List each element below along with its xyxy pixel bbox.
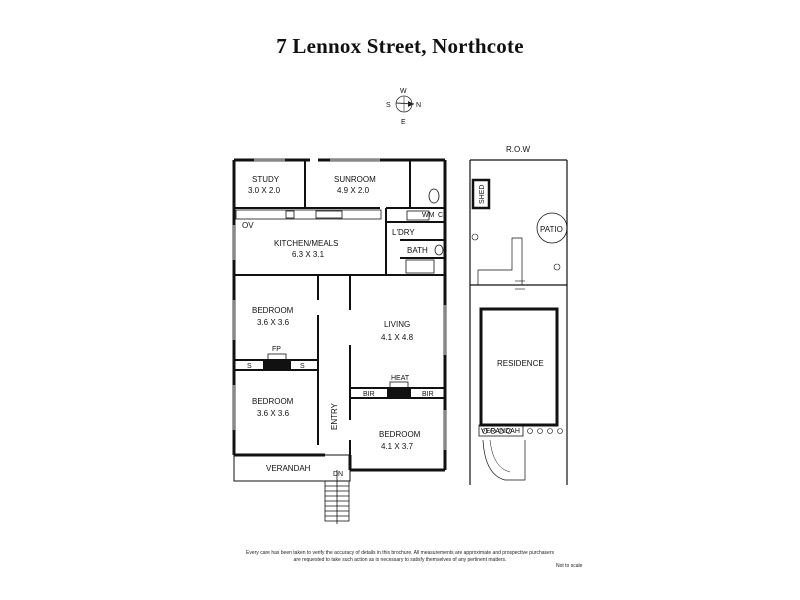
bir-right-label: BIR xyxy=(422,391,434,398)
patio-label: PATIO xyxy=(540,225,563,234)
laundry-label: L'DRY xyxy=(392,228,415,237)
row-label: R.O.W xyxy=(506,145,530,154)
wm-label: WM xyxy=(422,212,435,219)
disclaimer: Every care has been taken to verify the … xyxy=(220,550,580,564)
bir-left-label: BIR xyxy=(363,391,375,398)
disclaimer-line-1: Every care has been taken to verify the … xyxy=(246,550,554,556)
not-to-scale-note: Not to scale xyxy=(556,563,583,569)
sink-icon xyxy=(315,210,343,219)
fp-label: FP xyxy=(272,346,281,353)
kitchen-dims: 6.3 X 3.1 xyxy=(292,250,325,259)
entry-label: ENTRY xyxy=(330,402,339,430)
bedroom2-label: BEDROOM xyxy=(252,397,294,406)
site-verandah-label: VERANDAH xyxy=(481,428,520,435)
toilet-icon xyxy=(428,188,440,204)
plan-title: 7 Lennox Street, Northcote xyxy=(276,34,524,58)
disclaimer-line-2: are requested to take such action as is … xyxy=(293,557,507,563)
compass-w: W xyxy=(400,88,407,95)
compass-n: N xyxy=(416,102,421,109)
bedroom1-dims: 3.6 X 3.6 xyxy=(257,318,290,327)
heater-icon xyxy=(387,389,411,398)
c-label: C xyxy=(438,212,443,219)
compass-icon xyxy=(395,95,415,113)
oven-label: OV xyxy=(242,221,254,230)
bedroom3-dims: 4.1 X 3.7 xyxy=(381,442,414,451)
dn-label: DN xyxy=(333,471,343,478)
bedroom3-label: BEDROOM xyxy=(379,430,421,439)
bath-icon xyxy=(405,259,435,274)
sunroom-dims: 4.9 X 2.0 xyxy=(337,186,370,195)
residence-label: RESIDENCE xyxy=(497,359,544,368)
oven-icon xyxy=(285,210,295,219)
bedroom1-label: BEDROOM xyxy=(252,306,294,315)
windows xyxy=(232,158,447,450)
washing-machine-icon xyxy=(406,210,430,221)
sunroom-label: SUNROOM xyxy=(334,175,376,184)
shed-label: SHED xyxy=(479,185,486,204)
living-dims: 4.1 X 4.8 xyxy=(381,333,414,342)
bedroom2-dims: 3.6 X 3.6 xyxy=(257,409,290,418)
s-right-label: S xyxy=(300,363,305,370)
house-walls xyxy=(232,158,447,472)
bath-label: BATH xyxy=(407,246,428,255)
study-dims: 3.0 X 2.0 xyxy=(248,186,281,195)
shrubs xyxy=(482,428,563,434)
heat-label: HEAT xyxy=(391,375,410,382)
living-label: LIVING xyxy=(384,320,410,329)
entry-stairs xyxy=(324,470,350,524)
fireplace-icon xyxy=(263,361,291,370)
patio-icon xyxy=(536,212,568,244)
basin-icon xyxy=(434,244,444,256)
s-left-label: S xyxy=(247,363,252,370)
shed-icon xyxy=(471,178,491,210)
compass-s: S xyxy=(386,102,391,109)
kitchen-label: KITCHEN/MEALS xyxy=(274,239,338,248)
study-label: STUDY xyxy=(252,175,280,184)
verandah-label: VERANDAH xyxy=(266,464,311,473)
small-steps xyxy=(515,280,525,290)
compass-e: E xyxy=(401,119,406,126)
